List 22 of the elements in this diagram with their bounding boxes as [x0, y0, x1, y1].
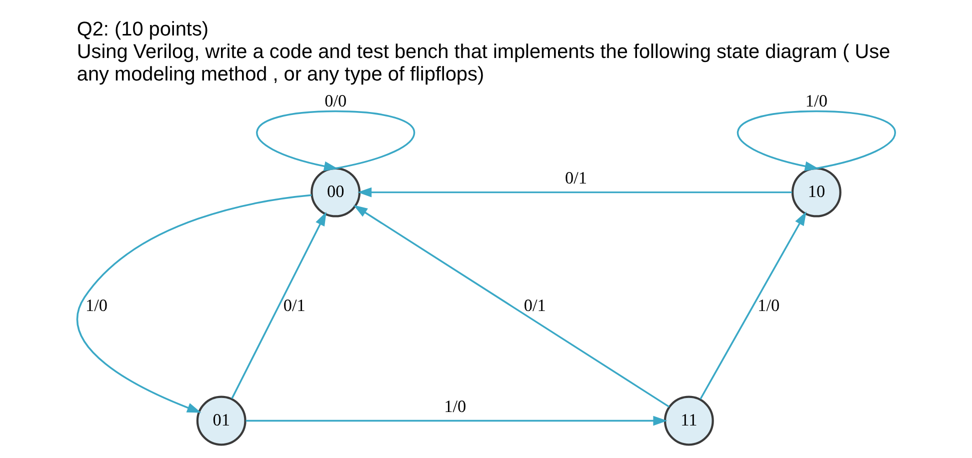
arrow: [357, 186, 792, 197]
edge-label: 1/0: [758, 296, 780, 315]
diagram-title: Q2: (10 points): [76, 18, 209, 40]
arrow: [353, 204, 670, 408]
arrow: [231, 211, 326, 398]
node-circle: 11: [664, 395, 714, 446]
edge-label: 0/1: [564, 168, 588, 188]
edge-label: 1/0: [85, 296, 108, 315]
arrow: [700, 210, 806, 400]
edge-label: 0/0: [324, 91, 347, 110]
edge-label: 1/0: [444, 396, 466, 416]
node-circle: 01: [196, 395, 246, 446]
caption: Using Verilog, write a code and test bench that implements the following state diagram ( Use any modeling method , or any type of flipflops): [76, 40, 890, 86]
node-circle: 10: [791, 166, 842, 217]
edge-label: 0/1: [283, 296, 306, 315]
edge-label: 1/0: [805, 91, 828, 110]
arrow: [246, 415, 668, 426]
node-circle: 00: [310, 166, 361, 217]
arrow: [76, 194, 312, 412]
edge-label: 0/1: [524, 296, 546, 315]
arrow: [256, 110, 416, 171]
arrow: [737, 110, 896, 171]
